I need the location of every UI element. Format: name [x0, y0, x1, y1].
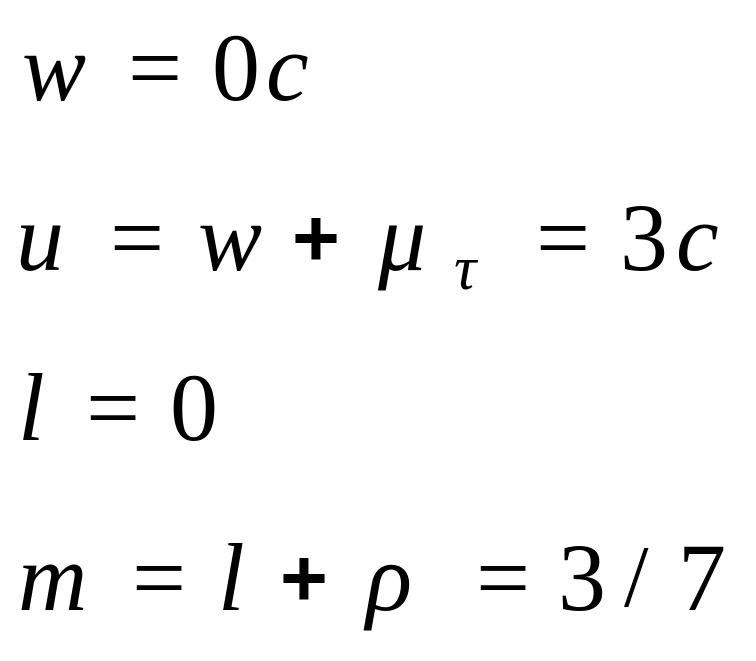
var-l: l: [218, 524, 245, 631]
var-u: u: [16, 184, 64, 291]
var-c: c: [676, 184, 719, 291]
equals-sign: =: [86, 354, 141, 461]
plus-sign: +: [292, 193, 340, 284]
equals-sign: =: [128, 14, 183, 121]
equation-u: u = w + μ τ = 3 c: [0, 190, 756, 310]
fraction-slash: /: [624, 529, 649, 626]
number-zero: 0: [212, 14, 260, 121]
equals-sign: =: [132, 524, 187, 631]
equation-l: l = 0: [0, 360, 756, 480]
equals-sign: =: [476, 524, 531, 631]
var-l: l: [18, 354, 45, 461]
var-mu: μ: [378, 184, 427, 291]
var-m: m: [18, 524, 88, 631]
number-zero: 0: [170, 354, 218, 461]
var-w: w: [22, 14, 87, 121]
equals-sign: =: [536, 184, 591, 291]
number-three: 3: [558, 524, 606, 631]
equation-m: m = l + ρ = 3 / 7: [0, 530, 756, 650]
var-w: w: [198, 184, 263, 291]
subscript-tau: τ: [454, 235, 477, 303]
number-seven: 7: [678, 524, 726, 631]
var-rho: ρ: [366, 524, 413, 631]
var-c: c: [266, 14, 309, 121]
number-three: 3: [620, 184, 668, 291]
equation-w: w = 0 c: [0, 20, 756, 140]
plus-sign: +: [280, 533, 328, 624]
equals-sign: =: [110, 184, 165, 291]
